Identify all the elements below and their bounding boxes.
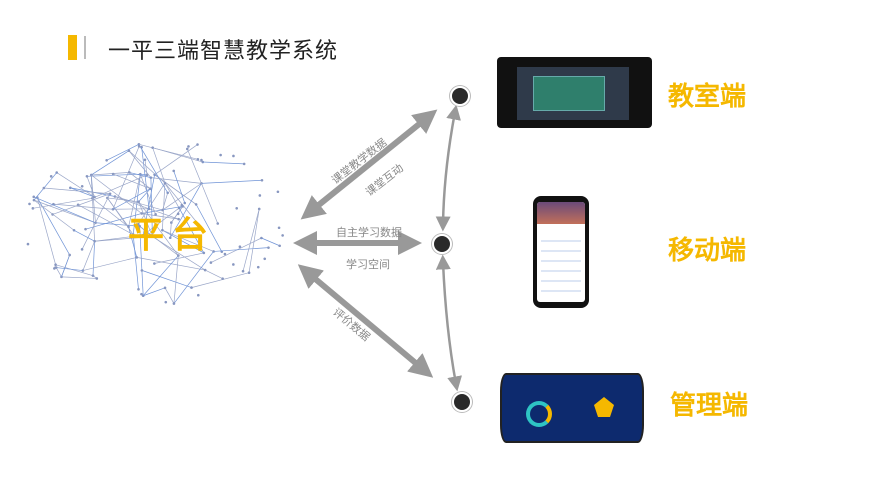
- title-divider: [84, 36, 86, 59]
- end-label-admin: 管理端: [670, 391, 749, 421]
- arrow-platform-classroom: [300, 109, 438, 220]
- end-label-mobile: 移动端: [668, 236, 747, 266]
- arrow-classroom-mobile: [435, 104, 461, 232]
- mobile-device-image: [533, 196, 589, 308]
- arrow-mobile-admin: [435, 254, 463, 392]
- arrow-label-self-study-data: 自主学习数据: [336, 226, 402, 239]
- arrow-platform-admin: [297, 264, 434, 378]
- node-admin: [452, 392, 472, 412]
- title-accent-bar: [68, 35, 77, 60]
- brain-network-image: [26, 143, 284, 305]
- node-mobile: [432, 234, 452, 254]
- classroom-device-image: [497, 57, 652, 128]
- admin-dashboard-image: [500, 373, 644, 443]
- arrow-label-learning-space: 学习空间: [346, 258, 390, 271]
- end-label-classroom: 教室端: [668, 82, 747, 112]
- page-title: 一平三端智慧教学系统: [108, 39, 339, 64]
- node-classroom: [450, 86, 470, 106]
- platform-label: 平台: [128, 215, 217, 256]
